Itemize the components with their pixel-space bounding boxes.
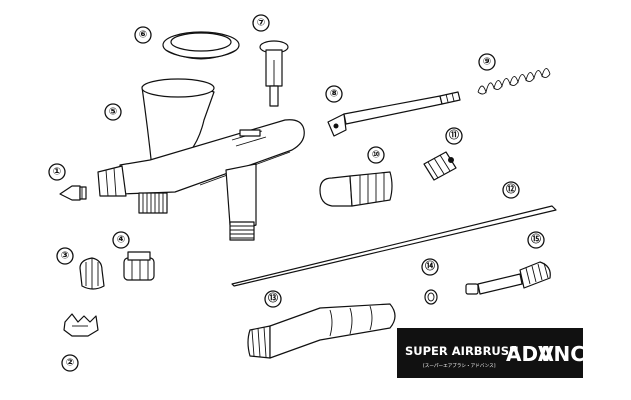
part-9-spring [477, 68, 551, 95]
callout-4-label: ④ [117, 235, 125, 246]
part-6-cup-lid [162, 31, 240, 60]
callout-6: ⑥ [134, 26, 152, 44]
callout-2: ② [61, 354, 79, 372]
callout-7-label: ⑦ [257, 18, 265, 29]
callout-8-label: ⑧ [330, 89, 338, 100]
super-airbrush-advance-logo: SUPER AIRBRUSH [スーパーエアブラシ・アドバンス] ADV ANC… [397, 328, 599, 378]
part-1-nozzle [59, 185, 87, 201]
part-14-o-ring [424, 289, 438, 305]
part-11-chuck-nut [423, 151, 457, 181]
callout-10-label: ⑩ [372, 150, 380, 161]
callout-8: ⑧ [325, 85, 343, 103]
part-15-needle-adjuster [465, 261, 551, 295]
part-10-spring-case [319, 171, 393, 207]
callout-1-label: ① [53, 167, 61, 178]
logo-line1: SUPER AIRBRUSH [405, 344, 519, 358]
part-2-crown-cap [63, 313, 99, 337]
part-4-nozzle-cap [123, 251, 155, 281]
callout-9: ⑨ [478, 53, 496, 71]
callout-13-label: ⑬ [268, 292, 278, 305]
part-12-needle [231, 205, 557, 287]
part-8-needle-guide [327, 91, 461, 137]
callout-10: ⑩ [367, 146, 385, 164]
callout-6-label: ⑥ [139, 30, 147, 41]
callout-12-label: ⑫ [506, 183, 516, 196]
callout-12: ⑫ [502, 181, 520, 199]
callout-4: ④ [112, 231, 130, 249]
callout-14-label: ⑭ [425, 260, 435, 273]
logo-advance-a: ADV [506, 342, 554, 366]
part-13-handle [247, 303, 396, 359]
callout-11: ⑪ [445, 127, 463, 145]
callout-14: ⑭ [421, 258, 439, 276]
callout-11-label: ⑪ [449, 129, 459, 142]
callout-2-label: ② [66, 358, 74, 369]
logo-line2: [スーパーエアブラシ・アドバンス] [423, 362, 496, 369]
callout-7: ⑦ [252, 14, 270, 32]
part-3-nozzle-cap [79, 257, 105, 290]
callout-1: ① [48, 163, 66, 181]
callout-13: ⑬ [264, 290, 282, 308]
callout-5: ⑤ [104, 103, 122, 121]
callout-9-label: ⑨ [483, 57, 491, 68]
callout-15-label: ⑮ [531, 233, 541, 246]
callout-3-label: ③ [61, 251, 69, 262]
logo-advance-b: ANCE [538, 342, 599, 366]
part-7-trigger [259, 40, 289, 107]
airbrush-body [97, 78, 305, 241]
callout-5-label: ⑤ [109, 107, 117, 118]
callout-15: ⑮ [527, 231, 545, 249]
callout-3: ③ [56, 247, 74, 265]
